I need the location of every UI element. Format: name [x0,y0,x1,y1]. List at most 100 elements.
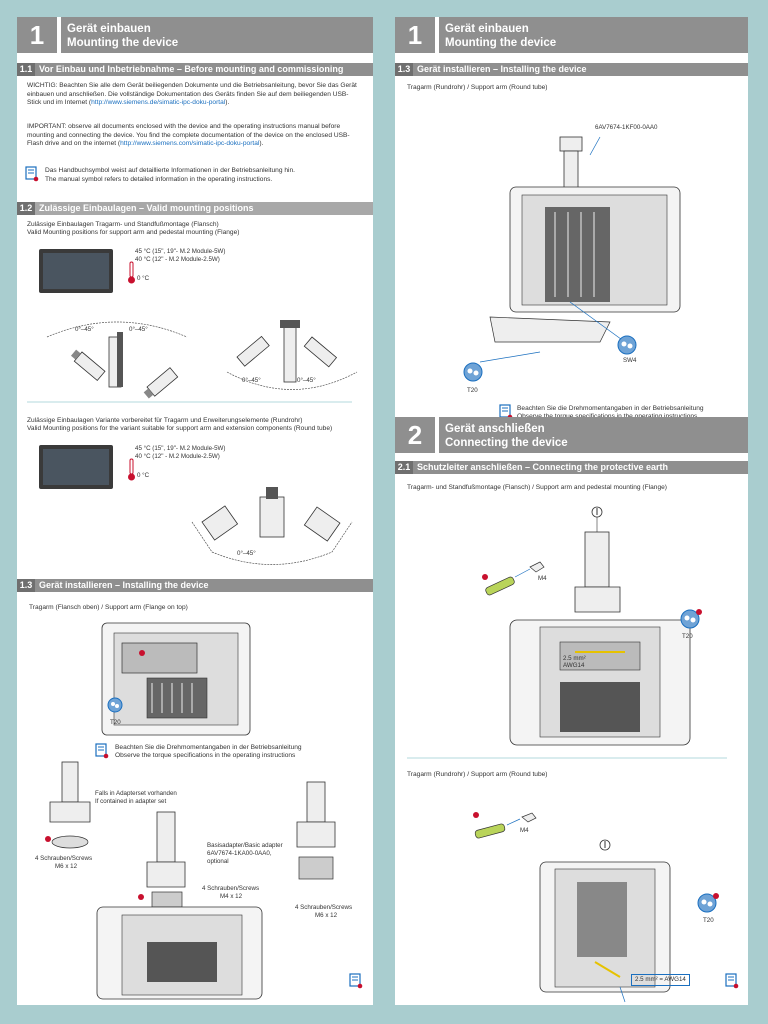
section-number: 1 [17,17,61,53]
intro-de-end: ). [225,99,230,107]
cable-spec: 2.5 mm² = AWG14 [631,974,690,986]
round-tube-caption: Tragarm (Rundrohr) / Support arm (Round … [407,84,548,91]
temp-max-1: 45 °C (15", 19"- M.2 Module-5W) [135,248,226,255]
temp-min: 0 °C [137,472,150,479]
round-tube-install-diagram [479,136,681,363]
subsection-number: 2.1 [395,461,413,474]
screws-label: 4 Schrauben/Screws [35,855,93,862]
earth-cable-diagram [473,812,537,839]
divider [407,757,727,759]
panel-image [39,249,113,293]
basic-adapter-diagram [296,781,336,880]
device-rear-flange-diagram [101,622,251,736]
temp-max-2: 40 °C (12" - M.2 Module-2.5W) [135,453,220,460]
screws-label: 4 Schrauben/Screws [295,904,353,911]
subsection-title: Zulässige Einbaulagen – Valid mounting p… [39,203,254,213]
flange-earth-caption: Tragarm- und Standfußmontage (Flansch) /… [407,484,667,491]
adapter-note-en: If contained in adapter set [95,798,167,805]
manual-note-en: The manual symbol refers to detailed inf… [45,176,273,183]
section-title-de: Gerät einbauen [67,23,151,35]
t20-label: T20 [682,633,693,640]
adapter-diagram [45,761,91,849]
torx-bit-icon [463,362,483,382]
torque-note-en: Observe the torque specifications in the… [517,413,747,422]
t20-label: T20 [110,719,121,726]
screws-label: 4 Schrauben/Screws [202,885,260,892]
torx-bit-icon [697,893,719,913]
manual-icon [95,743,109,759]
m4-label: M4 [538,575,547,582]
section-number: 1 [395,17,439,53]
section-title-en: Mounting the device [445,37,557,49]
right-column: 1 Gerät einbauen Mounting the device 1.3… [395,17,748,1005]
screws-size: M6 x 12 [55,863,78,870]
subsection-number: 1.2 [17,202,35,215]
section-number: 2 [395,417,439,453]
intro-en-end: ). [259,140,264,148]
subsection-title: Gerät installieren – Installing the devi… [39,580,209,590]
subsection-2-1: 2.1 Schutzleiter anschließen – Connecting… [395,461,748,474]
mounting-positions-diagram-right [226,320,358,390]
intro-de: WICHTIG: Beachten Sie alle dem Gerät bei… [27,82,357,108]
section-title-en: Mounting the device [67,37,179,49]
manual-icon [349,973,363,989]
section-header: 2 Gerät anschließen Connecting the devic… [395,417,748,453]
subsection-title: Schutzleiter anschließen – Connecting th… [417,462,669,472]
section-header: 1 Gerät einbauen Mounting the device [395,17,748,53]
earth-flange-diagram [509,506,691,746]
torx-bit-icon [107,697,123,713]
torx-bit-icon [617,335,637,355]
t20-label: T20 [703,917,714,924]
mounting-positions-diagram-tube [191,487,353,565]
subsection-1-3: 1.3 Gerät installieren – Installing the d… [395,63,748,76]
torque-note-en: Observe the torque specifications in the… [115,752,296,759]
torque-note-de: Beachten Sie die Drehmomentangaben in de… [517,405,704,412]
temp-max-2: 40 °C (12" - M.2 Module-2.5W) [135,256,220,263]
round-tube-earth-caption: Tragarm (Rundrohr) / Support arm (Round … [407,771,548,778]
temp-min: 0 °C [137,275,150,282]
screws-size: M6 x 12 [315,912,338,919]
angle-label: 0°–45° [237,550,256,557]
positions-flange-en: Valid Mounting positions for support arm… [27,229,240,236]
subsection-number: 1.3 [17,579,35,592]
adapter-note-de: Falls in Adapterset vorhanden [95,790,177,797]
panel-image [39,445,113,489]
section-title-en: Connecting the device [445,437,568,449]
earth-cable-diagram [482,561,545,596]
temp-max-1: 45 °C (15", 19"- M.2 Module-5W) [135,445,226,452]
section-title-de: Gerät anschließen [445,423,545,435]
manual-note-de: Das Handbuchsymbol weist auf detailliert… [45,167,295,174]
subsection-1-2: 1.2 Zulässige Einbaulagen – Valid mountin… [17,202,373,215]
doc-link-de[interactable]: http://www.siemens.de/simatic-ipc-doku-p… [91,99,226,107]
thermometer-icon [128,261,135,284]
manual-icon [725,973,739,989]
angle-label: 0°–45° [242,377,261,384]
sw4-label: SW4 [623,357,637,364]
section-title-de: Gerät einbauen [445,23,529,35]
subsection-title: Gerät installieren – Installing the devi… [417,64,587,74]
cable-size: 2.5 mm² [563,655,586,662]
intro-en: IMPORTANT: observe all documents enclose… [27,123,362,149]
subsection-number: 1.3 [395,63,413,76]
part-number: 6AV7674-1KF00-0AA0 [595,124,658,131]
screws-size: M4 x 12 [220,893,243,900]
subsection-1-3: 1.3 Gerät installieren – Installing the d… [17,579,373,592]
subsection-number: 1.1 [17,63,35,76]
basic-adapter-part: 6AV7674-1KA00-0AA0, [207,850,272,857]
m4-label: M4 [520,827,529,834]
device-assembly-diagram [96,811,263,1000]
positions-tube-de: Zulässige Einbaulagen Variante vorbereit… [27,417,303,424]
torx-bit-icon [680,609,702,629]
earth-tube-diagram [539,839,671,1003]
intro-de-text: WICHTIG: Beachten Sie alle dem Gerät bei… [27,82,357,107]
angle-label: 0°–45° [75,326,94,333]
divider [27,401,352,403]
flange-top-caption: Tragarm (Flansch oben) / Support arm (Fl… [29,604,188,611]
left-column: 1 Gerät einbauen Mounting the device 1.1… [17,17,373,1005]
basic-adapter-optional: optional [207,858,229,865]
cable-awg: AWG14 [563,662,585,669]
positions-flange-de: Zulässige Einbaulagen Tragarm- und Stand… [27,221,219,228]
doc-link-en[interactable]: http://www.siemens.com/simatic-ipc-doku-… [120,140,260,148]
torque-note-de: Beachten Sie die Drehmomentangaben in de… [115,744,302,751]
